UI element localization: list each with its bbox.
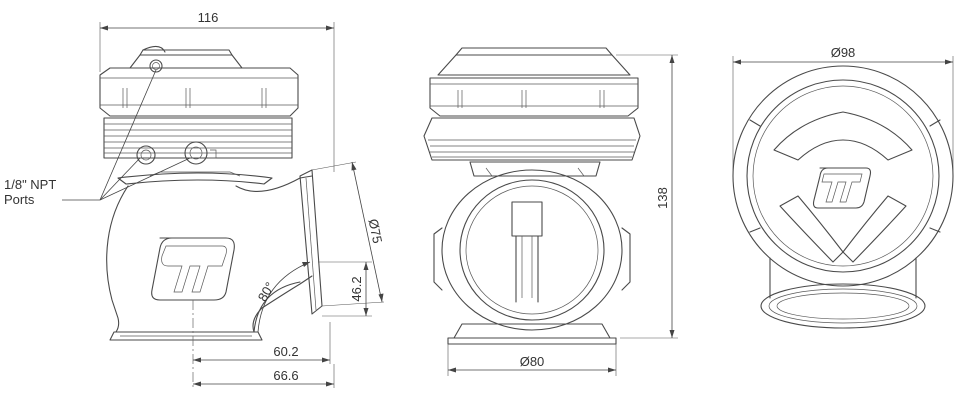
dim-60-2-label: 60.2 (273, 344, 298, 359)
dim-dia-80: Ø80 (447, 344, 617, 376)
dim-46-2-label: 46.2 (349, 276, 364, 301)
dim-66-6: 66.6 (193, 364, 335, 388)
top-logo-icon (812, 167, 872, 209)
dim-dia-75-label: Ø75 (366, 217, 386, 244)
ports-label-line2: Ports (4, 192, 35, 207)
dim-angle-80: 80° (255, 261, 311, 333)
dim-dia-80-label: Ø80 (520, 354, 545, 369)
dim-60-2: 60.2 (193, 322, 331, 364)
side-view (99, 45, 323, 341)
dim-66-6-label: 66.6 (273, 368, 298, 383)
dim-dia-98-label: Ø98 (831, 45, 856, 60)
ports-callout: 1/8" NPT Ports (4, 69, 191, 207)
dim-overall-width: 116 (99, 10, 335, 172)
ports-label-line1: 1/8" NPT (4, 177, 56, 192)
dim-46-2: 46.2 (318, 261, 372, 317)
front-view (423, 47, 641, 345)
port-2-icon (184, 141, 208, 165)
dim-116-label: 116 (198, 10, 219, 25)
port-1-icon (136, 145, 156, 165)
brand-logo-icon (151, 237, 235, 301)
dim-overall-height: 138 (616, 54, 678, 339)
dim-dia-98: Ø98 (732, 45, 954, 170)
top-view (732, 65, 954, 329)
dim-dia-75: Ø75 (311, 161, 386, 307)
dim-138-label: 138 (655, 187, 670, 209)
